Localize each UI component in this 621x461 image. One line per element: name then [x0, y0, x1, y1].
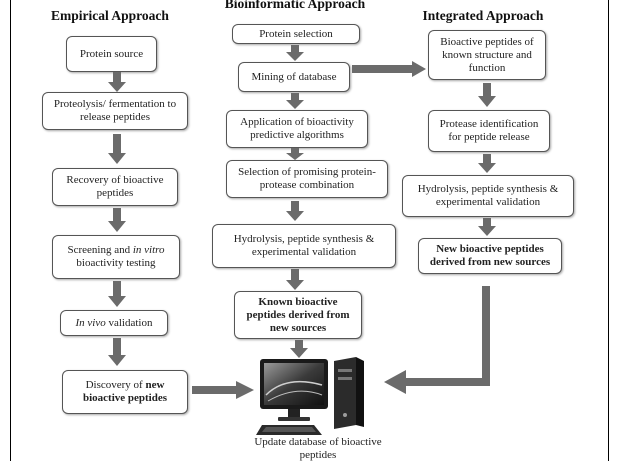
arrow-down-integrated-2: [478, 154, 496, 173]
box-proteolysis: Proteolysis/ fermentation to release pep…: [42, 92, 188, 130]
arrow-down-empirical-5: [108, 338, 126, 366]
heading-bioinformatic: Bioinformatic Approach: [224, 0, 366, 11]
box-protease: Protease identification for peptide rele…: [428, 110, 550, 152]
box-protein-source-label: Protein source: [79, 47, 144, 60]
update-database-caption: Update database of bioactive peptides: [254, 436, 382, 461]
box-proteolysis-label: Proteolysis/ fermentation to release pep…: [53, 98, 177, 123]
box-invivo-label: In vivo validation: [76, 317, 153, 330]
arrow-down-bioinfo-2: [286, 93, 304, 109]
arrow-down-integrated-1: [478, 83, 496, 107]
desktop-computer-icon: [256, 355, 368, 437]
arrow-down-empirical-2: [108, 134, 126, 164]
box-hydrolysis-bioinfo: Hydrolysis, peptide synthesis & experime…: [212, 224, 396, 268]
arrow-down-bioinfo-4: [286, 201, 304, 221]
screening-suffix: bioactivity testing: [76, 257, 156, 269]
box-hydrolysis-bioinfo-label: Hydrolysis, peptide synthesis & experime…: [233, 233, 375, 258]
box-protein-selection: Protein selection: [232, 24, 360, 44]
box-bioactive-known-label: Bioactive peptides of known structure an…: [440, 35, 534, 74]
arrow-down-bioinfo-1: [286, 45, 304, 61]
box-recovery-label: Recovery of bioactive peptides: [66, 174, 164, 199]
discovery-bold: new bioactive peptides: [82, 379, 168, 404]
box-new-peptides: New bioactive peptides derived from new …: [418, 238, 562, 274]
box-algorithms: Application of bioactivity predictive al…: [226, 110, 368, 148]
screening-prefix: Screening and: [67, 244, 133, 256]
invivo-suffix: validation: [105, 316, 153, 329]
box-hydrolysis-integrated: Hydrolysis, peptide synthesis & experime…: [402, 175, 574, 217]
arrow-down-empirical-1: [108, 72, 126, 92]
box-screening: Screening and in vitro bioactivity testi…: [52, 235, 180, 279]
box-protease-label: Protease identification for peptide rele…: [439, 118, 539, 143]
box-discovery: Discovery of new bioactive peptides: [62, 370, 188, 414]
box-protein-selection-label: Protein selection: [259, 27, 333, 40]
box-bioactive-known: Bioactive peptides of known structure an…: [428, 30, 546, 80]
box-hydrolysis-integrated-label: Hydrolysis, peptide synthesis & experime…: [417, 183, 559, 208]
box-screening-label: Screening and in vitro bioactivity testi…: [56, 244, 176, 270]
arrow-down-empirical-3: [108, 208, 126, 232]
discovery-prefix: Discovery of: [85, 379, 146, 391]
arrow-down-empirical-4: [108, 281, 126, 307]
box-discovery-label: Discovery of new bioactive peptides: [66, 379, 184, 405]
box-invivo: In vivo validation: [60, 310, 168, 336]
box-known-peptides: Known bioactive peptides derived from ne…: [234, 291, 362, 339]
box-recovery: Recovery of bioactive peptides: [52, 168, 178, 206]
box-mining: Mining of database: [238, 62, 350, 92]
frame: [10, 0, 609, 461]
box-algorithms-label: Application of bioactivity predictive al…: [240, 116, 354, 141]
arrow-down-integrated-3: [478, 218, 496, 236]
arrow-elbow-integrated-to-computer: [384, 286, 496, 394]
arrow-down-bioinfo-6: [290, 340, 308, 358]
arrow-right-mining-to-integrated: [352, 61, 426, 77]
box-protein-source: Protein source: [66, 36, 157, 72]
invivo-italic: In vivo: [75, 316, 106, 329]
heading-integrated: Integrated Approach: [422, 8, 544, 23]
box-selection: Selection of promising protein-protease …: [226, 160, 388, 198]
arrow-down-bioinfo-5: [286, 269, 304, 290]
arrow-down-bioinfo-3: [286, 148, 304, 160]
screening-italic: in vitro: [132, 244, 165, 256]
box-known-peptides-label: Known bioactive peptides derived from ne…: [246, 295, 350, 334]
box-selection-label: Selection of promising protein-protease …: [238, 166, 376, 191]
box-new-peptides-label: New bioactive peptides derived from new …: [429, 243, 551, 268]
box-mining-label: Mining of database: [251, 70, 337, 83]
arrow-right-discovery-to-computer: [192, 381, 254, 399]
heading-empirical: Empirical Approach: [51, 8, 169, 23]
